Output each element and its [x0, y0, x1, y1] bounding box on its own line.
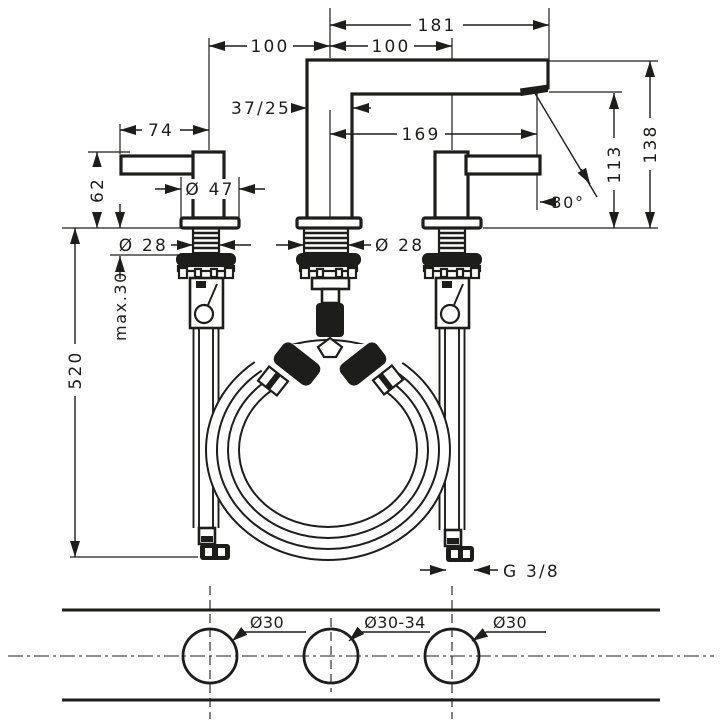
dim-spout-total-width: 181 — [417, 16, 456, 36]
center-hole — [302, 627, 360, 685]
right-mounting-nut — [422, 253, 482, 266]
dim-hose-length: 520 — [66, 350, 86, 389]
spout-escutcheon — [295, 216, 363, 230]
right-hose-end — [443, 528, 474, 562]
left-threaded-shank — [191, 226, 221, 255]
label-left-hole-diameter: Ø30 — [250, 613, 284, 632]
dim-overall-height: 138 — [641, 124, 661, 163]
right-escutcheon — [421, 216, 483, 230]
left-escutcheon — [179, 216, 241, 230]
right-drain-knob — [439, 303, 461, 325]
y-connector — [316, 336, 344, 359]
dimensions: 181 100 100 37/25 74 169 Ø 47 62 113 — [65, 15, 661, 582]
dim-jet-angle: 30° — [551, 193, 584, 212]
dim-base-diameter: Ø 47 — [185, 180, 234, 200]
dim-shank-diameter-left: Ø 28 — [119, 236, 168, 256]
right-lever — [464, 154, 542, 176]
dim-spout-reach: 169 — [401, 125, 440, 145]
dim-connection-thread: G 3/8 — [503, 562, 560, 582]
label-center-hole-diameter: Ø30-34 — [364, 613, 426, 632]
dim-max-deck-thickness: max.30 — [111, 271, 130, 341]
dim-spout-profile: 37/25 — [231, 99, 291, 119]
counter-hole-panel: Ø30 Ø30-34 Ø30 — [8, 586, 714, 719]
dim-hole-spacing-left: 100 — [250, 37, 289, 57]
dim-hole-spacing-right: 100 — [371, 37, 410, 57]
spout — [295, 58, 550, 230]
dim-outlet-height: 113 — [605, 144, 625, 183]
supply-hose-loop — [205, 303, 451, 561]
left-valve-assembly — [176, 226, 236, 528]
left-lever — [119, 154, 197, 176]
dim-shank-diameter-center: Ø 28 — [375, 236, 424, 256]
aerator — [520, 84, 548, 96]
dim-handle-height: 62 — [88, 177, 108, 203]
left-hole — [181, 627, 239, 685]
left-hose-connector — [273, 342, 321, 386]
label-right-hole-diameter: Ø30 — [493, 613, 527, 632]
center-mounting-nut — [296, 253, 361, 266]
center-threaded-shank — [302, 226, 350, 255]
dim-lever-length: 74 — [148, 121, 174, 141]
left-mounting-nut — [176, 253, 236, 266]
right-handle-body — [433, 150, 470, 220]
right-handle — [421, 150, 542, 230]
left-hose-end — [197, 526, 230, 560]
right-hose-connector — [339, 342, 387, 386]
left-drain-knob — [193, 303, 215, 325]
center-shank-assembly — [296, 226, 361, 305]
center-hose-fitting — [316, 303, 344, 337]
right-threaded-shank — [437, 226, 467, 255]
right-hole — [423, 627, 481, 685]
